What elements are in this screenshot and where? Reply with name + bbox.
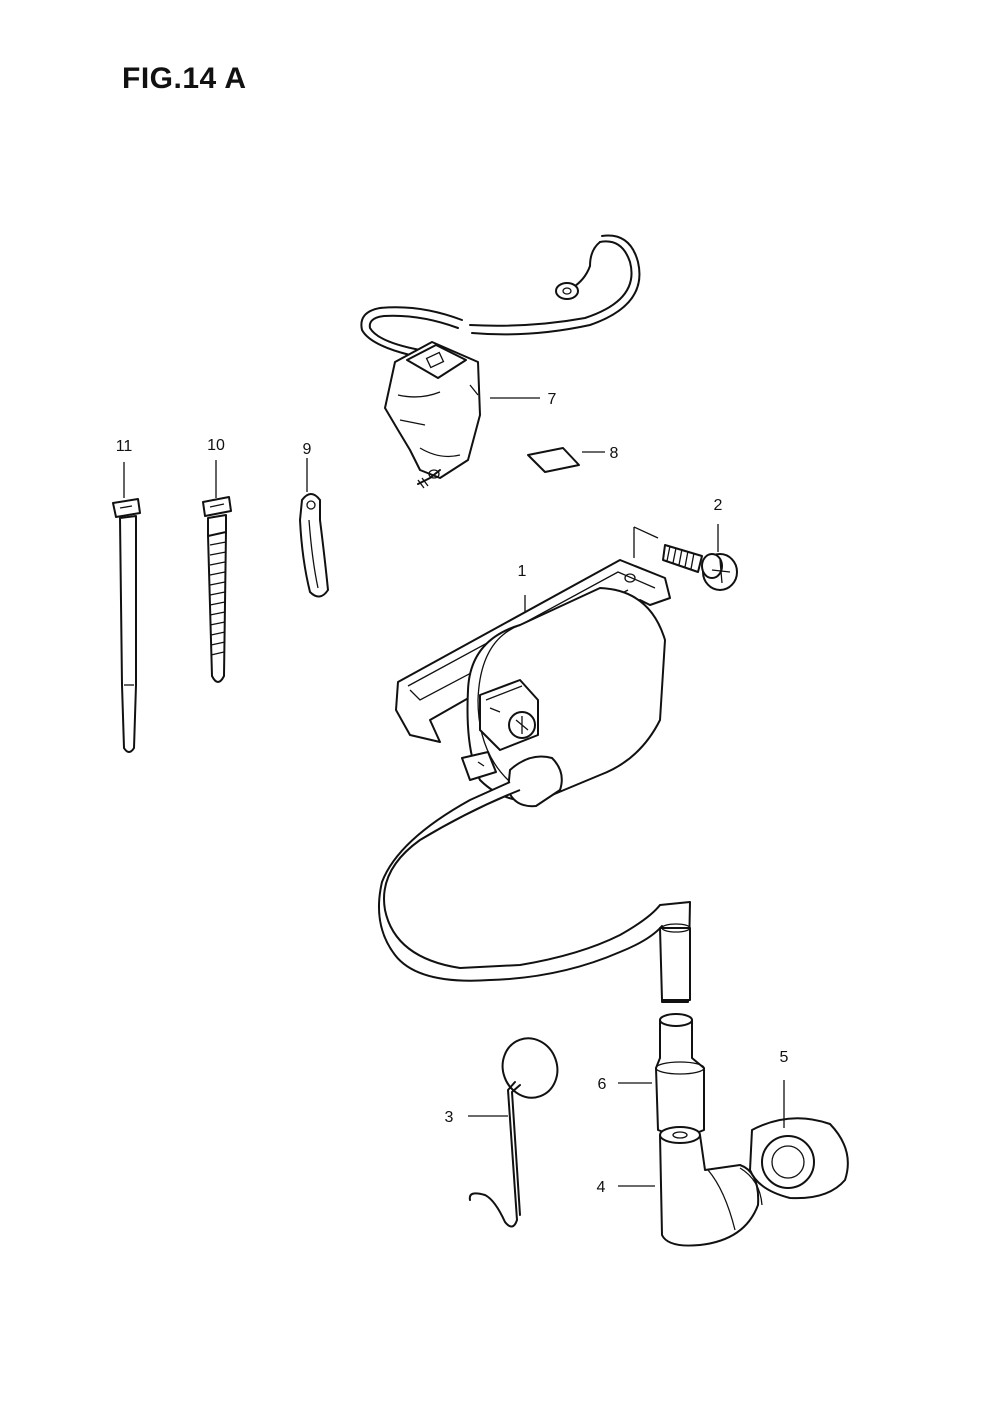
callout-7: 7	[548, 391, 557, 408]
part-6-sleeve[interactable]	[618, 1013, 705, 1136]
part-2-screw[interactable]	[633, 524, 738, 591]
part-10-cable-tie[interactable]	[202, 496, 232, 683]
callout-6: 6	[598, 1076, 607, 1093]
callout-8: 8	[610, 445, 619, 462]
part-4-plug-cap[interactable]	[618, 1126, 763, 1247]
callout-9: 9	[303, 441, 312, 458]
part-1-ignition-coil[interactable]	[378, 559, 691, 1003]
callout-11: 11	[116, 438, 133, 455]
part-3-wire-hook[interactable]	[468, 1031, 566, 1228]
callout-4: 4	[597, 1179, 606, 1196]
callout-1: 1	[518, 563, 527, 580]
figure-title: FIG.14 A	[122, 62, 247, 95]
callout-5: 5	[780, 1049, 789, 1066]
part-7-switch[interactable]	[360, 234, 641, 489]
part-5-boot-ring[interactable]	[749, 1080, 849, 1200]
part-9-clamp[interactable]	[299, 493, 329, 598]
callout-10: 10	[207, 437, 225, 454]
part-11-cable-tie[interactable]	[112, 498, 141, 753]
part-8-label[interactable]	[527, 447, 605, 473]
callout-2: 2	[714, 497, 723, 514]
callout-3: 3	[445, 1109, 454, 1126]
